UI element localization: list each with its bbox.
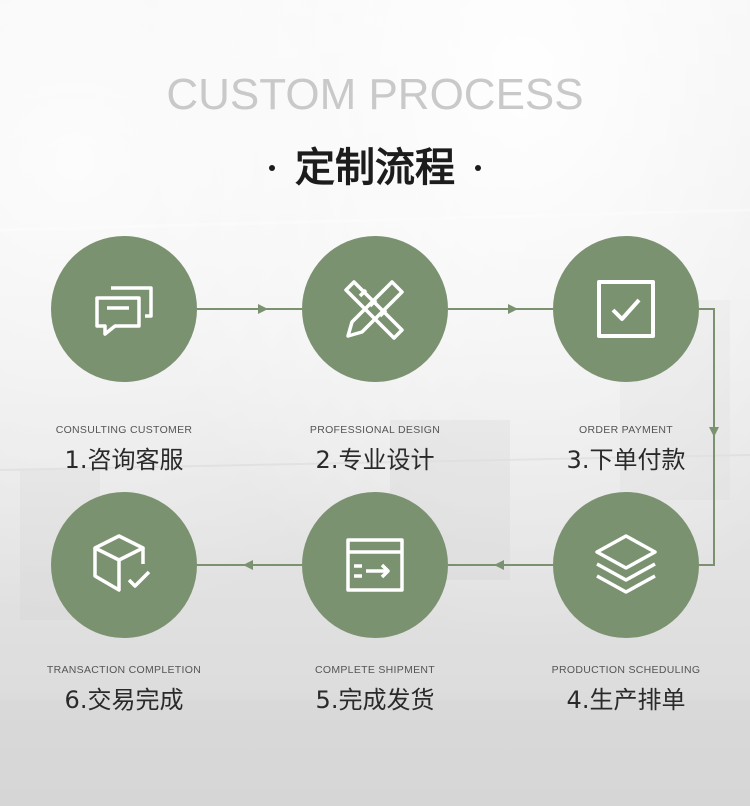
step-5-label-zh: 5.完成发货 <box>315 686 435 714</box>
step-1-label-en: CONSULTING CUSTOMER <box>55 424 193 436</box>
package-check-icon <box>93 534 151 592</box>
checkbox-icon <box>597 280 655 338</box>
step-consulting-customer: CONSULTING CUSTOMER 1.咨询客服 <box>34 236 214 475</box>
arrow-5-6 <box>243 560 253 570</box>
arrow-3-4 <box>709 427 719 437</box>
step-production-scheduling: PRODUCTION SCHEDULING 4.生产排单 <box>536 492 716 715</box>
step-6-label-zh: 6.交易完成 <box>64 686 184 714</box>
step-6-label-en: TRANSACTION COMPLETION <box>46 664 202 676</box>
step-professional-design: PROFESSIONAL DESIGN 2.专业设计 <box>285 236 465 475</box>
arrow-2-3 <box>508 304 518 314</box>
title-left-dot <box>269 165 275 171</box>
step-transaction-completion: TRANSACTION COMPLETION 6.交易完成 <box>34 492 214 715</box>
chat-bubbles-icon <box>95 286 153 336</box>
step-3-label-zh: 3.下单付款 <box>566 446 686 474</box>
step-2-circle <box>302 236 448 382</box>
title-chinese: 定制流程 <box>295 145 455 191</box>
step-3-label-en: ORDER PAYMENT <box>579 424 673 436</box>
layers-icon <box>595 534 657 594</box>
step-3-circle <box>553 236 699 382</box>
shipment-box-icon <box>346 538 404 592</box>
ruler-pencil-icon <box>344 280 404 340</box>
step-5-circle <box>302 492 448 638</box>
step-5-label-en: COMPLETE SHIPMENT <box>314 664 436 676</box>
step-complete-shipment: COMPLETE SHIPMENT 5.完成发货 <box>285 492 465 715</box>
step-4-label-en: PRODUCTION SCHEDULING <box>551 664 701 676</box>
step-4-circle <box>553 492 699 638</box>
title-right-dot <box>475 165 481 171</box>
title-chinese-row: 定制流程 <box>0 134 750 194</box>
step-order-payment: ORDER PAYMENT 3.下单付款 <box>536 236 716 475</box>
arrow-1-2 <box>258 304 268 314</box>
title-english: CUSTOM PROCESS <box>166 70 584 119</box>
step-6-circle <box>51 492 197 638</box>
arrow-4-5 <box>494 560 504 570</box>
step-4-label-zh: 4.生产排单 <box>566 686 686 714</box>
step-1-label-zh: 1.咨询客服 <box>64 446 184 474</box>
step-2-label-zh: 2.专业设计 <box>315 446 435 474</box>
step-1-circle <box>51 236 197 382</box>
step-2-label-en: PROFESSIONAL DESIGN <box>309 424 441 436</box>
